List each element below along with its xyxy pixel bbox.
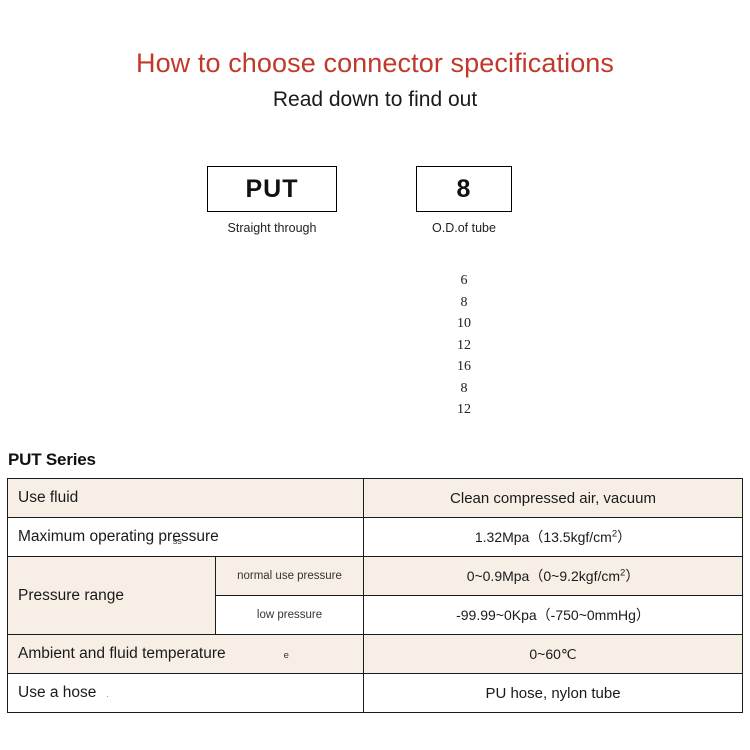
series-heading: PUT Series — [8, 450, 96, 469]
page-title: How to choose connector specifications — [135, 48, 615, 78]
spec-label-text: Maximum operating pressure — [18, 528, 219, 545]
value-superscript: 2 — [620, 567, 626, 579]
size-option: 16 — [457, 359, 471, 374]
value-superscript: 2 — [611, 528, 618, 540]
value-close: ） — [625, 568, 640, 584]
spec-value-normal-use-pressure: 0~0.9Mpa（0~9.2kgf/cm2） — [363, 556, 743, 596]
spec-sublabel-low-pressure: low pressure — [215, 595, 364, 635]
spec-value-low-pressure: -99.99~0Kpa（-750~0mmHg） — [363, 595, 743, 635]
table-row: Pressure range normal use pressure 0~0.9… — [7, 556, 743, 635]
spec-label-use-hose: Use a hose. — [7, 673, 364, 713]
value-paren: （13.5kgf/cm — [529, 529, 612, 545]
size-option: 8 — [460, 380, 468, 396]
spec-sublabel-normal-use-pressure: normal use pressure — [215, 556, 364, 596]
spec-label-text: Ambient and fluid temperature — [18, 645, 226, 662]
table-row: Maximum operating pressuress 1.32Mpa（13.… — [7, 517, 743, 557]
code-caption-size: O.D.of tube — [432, 221, 496, 235]
value-main: 1.32Mpa — [474, 529, 530, 545]
size-option: 12 — [457, 402, 471, 417]
page-subtitle: Read down to find out — [272, 88, 478, 111]
value-paren: （0~9.2kgf/cm — [529, 568, 621, 584]
code-box-series: PUT — [207, 166, 337, 212]
spec-value-use-hose: PU hose, nylon tube — [363, 673, 743, 713]
table-row: Use fluid Clean compressed air, vacuum — [7, 478, 743, 518]
table-row: Ambient and fluid temperature e 0~60℃ — [7, 634, 743, 674]
table-row: Use a hose. PU hose, nylon tube — [7, 673, 743, 713]
spec-label-use-fluid: Use fluid — [7, 478, 364, 518]
size-option: 10 — [457, 316, 471, 331]
spec-label-max-pressure: Maximum operating pressuress — [7, 517, 364, 557]
label-stray-artifact: . — [106, 689, 109, 699]
size-option: 12 — [457, 337, 471, 353]
spec-label-pressure-range: Pressure range — [7, 556, 216, 635]
size-option: 8 — [460, 294, 468, 310]
spec-label-temperature: Ambient and fluid temperature e — [7, 634, 364, 674]
spec-value-temperature: 0~60℃ — [363, 634, 743, 674]
spec-value-max-pressure: 1.32Mpa（13.5kgf/cm2） — [363, 517, 743, 557]
specification-table: Use fluid Clean compressed air, vacuum M… — [7, 478, 743, 713]
size-option: 6 — [460, 273, 468, 288]
code-box-size: 8 — [416, 166, 512, 212]
code-caption-series: Straight through — [227, 221, 317, 235]
size-option-list: 6 8 10 12 16 8 12 — [416, 270, 512, 421]
value-close: ） — [617, 529, 632, 545]
label-stray-artifact: e — [283, 650, 289, 661]
spec-value-use-fluid: Clean compressed air, vacuum — [363, 478, 743, 518]
value-main: 0~0.9Mpa — [466, 568, 530, 584]
spec-label-text: Use a hose — [18, 684, 97, 701]
